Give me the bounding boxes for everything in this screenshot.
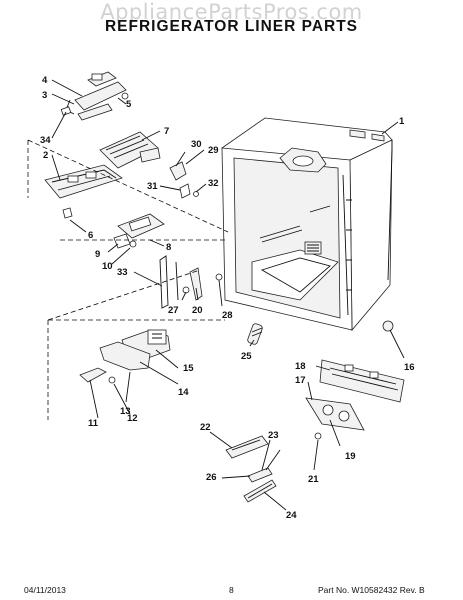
callout-18: 18 [295, 361, 306, 372]
callout-28: 28 [222, 310, 233, 321]
callout-24: 24 [286, 510, 297, 521]
tray-part-2 [44, 164, 123, 219]
leader-lines [51, 79, 405, 511]
callout-17: 17 [295, 375, 306, 386]
callout-6: 6 [88, 230, 93, 241]
callout-9: 9 [95, 249, 100, 260]
callout-27: 27 [168, 305, 179, 316]
callout-labels: 1 2 3 4 5 6 7 8 9 10 11 12 13 14 15 16 1… [40, 75, 415, 521]
callout-25: 25 [241, 351, 252, 362]
callout-14: 14 [178, 387, 189, 398]
plug-25 [247, 323, 263, 345]
cover-part-7 [99, 131, 161, 169]
screw-28 [215, 273, 223, 281]
callout-20: 20 [192, 305, 203, 316]
callout-10: 10 [102, 261, 113, 272]
callout-22: 22 [200, 422, 211, 433]
callout-8: 8 [166, 242, 171, 253]
lower-left-assembly [79, 329, 171, 384]
callout-30: 30 [191, 139, 202, 150]
callout-19: 19 [345, 451, 356, 462]
callout-16: 16 [404, 362, 415, 373]
callout-33: 33 [117, 267, 128, 278]
callout-4: 4 [42, 75, 48, 86]
callout-7: 7 [164, 126, 169, 137]
hinge-rod-33 [159, 255, 203, 309]
callout-21: 21 [308, 474, 319, 485]
control-assembly-right [305, 359, 405, 440]
callout-12: 12 [127, 413, 138, 424]
callout-11: 11 [88, 418, 99, 429]
callout-15: 15 [183, 363, 194, 374]
callout-5: 5 [126, 99, 132, 110]
footer-page-number: 8 [229, 585, 234, 595]
callout-13: 13 [120, 406, 131, 417]
callout-1: 1 [399, 116, 405, 127]
liner-assembly [221, 117, 393, 332]
callout-3: 3 [42, 90, 47, 101]
bracket-assembly-top [60, 71, 129, 121]
callout-26: 26 [206, 472, 217, 483]
callout-32: 32 [208, 178, 219, 189]
watermark: AppliancePartsPros.com [100, 0, 363, 24]
callout-23: 23 [268, 430, 279, 441]
page-title: REFRIGERATOR LINER PARTS [104, 18, 359, 35]
damper-part-8 [113, 213, 165, 249]
callout-31: 31 [147, 181, 158, 192]
callout-34: 34 [40, 135, 51, 146]
clips-30-31-32 [169, 161, 199, 199]
footer-part-number: Part No. W10582432 Rev. B [318, 585, 425, 595]
callout-2: 2 [43, 150, 48, 161]
lower-parts-22-26 [225, 435, 281, 503]
callout-29: 29 [208, 145, 219, 156]
cap-16 [382, 320, 394, 332]
footer-date: 04/11/2013 [24, 585, 66, 595]
